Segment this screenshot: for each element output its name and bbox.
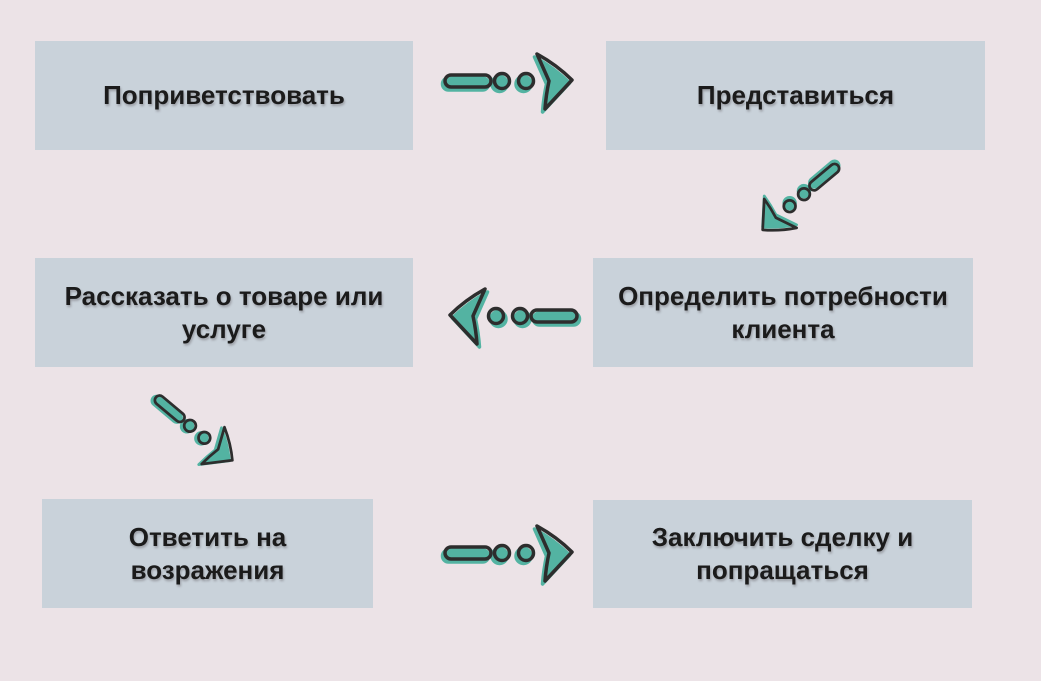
step-box-identify-needs: Определить потребности клиента: [593, 258, 973, 367]
arrow-right-icon: [440, 52, 574, 114]
step-label-identify-needs: Определить потребности клиента: [618, 280, 948, 344]
step-box-introduce: Представиться: [606, 41, 985, 150]
step-label-present-product: Рассказать о товаре или услуге: [64, 280, 384, 344]
step-label-handle-objections: Ответить на возражения: [128, 521, 287, 585]
arrow-left-icon: [448, 287, 582, 349]
arrow-down-right-icon: [137, 378, 247, 481]
step-box-present-product: Рассказать о товаре или услуге: [35, 258, 413, 367]
arrow-right-icon: [440, 524, 574, 586]
arrow-down-left-icon: [745, 144, 855, 247]
step-box-close-deal: Заключить сделку и попращаться: [593, 500, 972, 608]
step-box-greet: Поприветствовать: [35, 41, 413, 150]
step-box-handle-objections: Ответить на возражения: [42, 499, 373, 608]
step-label-close-deal: Заключить сделку и попращаться: [651, 522, 914, 585]
step-label-introduce: Представиться: [696, 80, 895, 111]
step-label-greet: Поприветствовать: [103, 80, 345, 111]
